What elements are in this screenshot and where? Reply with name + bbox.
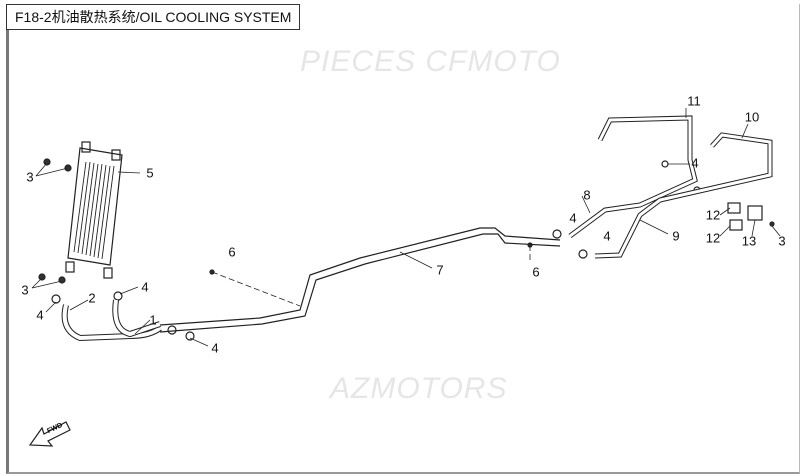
callout-4: 4 (569, 210, 577, 226)
callout-5: 5 (146, 165, 154, 181)
diagram-title: F18-2机油散热系统/OIL COOLING SYSTEM (6, 4, 301, 30)
watermark: AZMOTORS (330, 372, 508, 405)
callout-3: 3 (26, 169, 34, 185)
callout-6: 6 (228, 244, 236, 260)
callout-6: 6 (532, 264, 540, 280)
callout-4: 4 (141, 279, 149, 295)
callout-7: 7 (436, 262, 444, 278)
fwd-arrow-icon (28, 421, 71, 447)
callout-4: 4 (211, 340, 219, 356)
oil-pipe-7 (159, 227, 561, 333)
callout-11: 11 (687, 93, 701, 109)
callout-1: 1 (149, 312, 157, 328)
callout-9: 9 (672, 228, 680, 244)
callout-3: 3 (778, 233, 786, 249)
callout-13: 13 (741, 233, 757, 249)
oil-cooler (65, 141, 123, 279)
callout-12: 12 (705, 207, 721, 223)
callout-8: 8 (583, 187, 591, 203)
callout-12: 12 (705, 230, 721, 246)
watermark: PIECES CFMOTO (300, 45, 561, 78)
callout-4: 4 (603, 228, 611, 244)
callout-4: 4 (691, 155, 699, 171)
callout-2: 2 (88, 290, 96, 306)
callout-4: 4 (36, 307, 44, 323)
callout-3: 3 (21, 282, 29, 298)
callout-10: 10 (744, 109, 760, 125)
